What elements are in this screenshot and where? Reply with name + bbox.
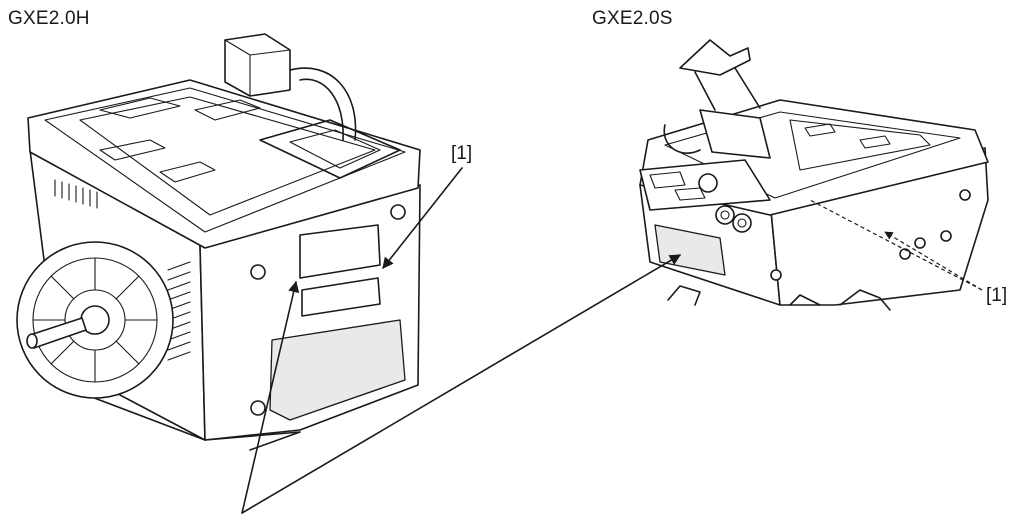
model-label-gxe20s: GXE2.0S (592, 8, 673, 29)
handle-raised (679, 39, 751, 76)
model-label-gxe20h: GXE2.0H (8, 8, 90, 29)
label-plate-lower (301, 277, 381, 317)
carry-handle (259, 119, 401, 179)
leader-callout-right-dashed (809, 199, 983, 291)
label-plate-upper (299, 224, 381, 279)
wire-harness (289, 67, 357, 141)
leader-lines (241, 167, 983, 514)
connector-plug-right (699, 109, 771, 159)
side-vents (54, 179, 98, 209)
panel-knob-1 (698, 173, 718, 193)
leader-callout-left (382, 167, 463, 269)
engine-gxe20h (16, 33, 421, 451)
callout-label-left: [1] (451, 143, 473, 164)
panel-knob-2 (715, 205, 735, 225)
callout-label-right: [1] (986, 285, 1008, 306)
leader-bottom-to-right (241, 254, 681, 514)
engine-gxe20s (639, 39, 989, 311)
panel-knob-3 (732, 213, 752, 233)
leader-bottom-to-left (241, 280, 300, 514)
connector-plug (224, 33, 291, 97)
lower-cover (269, 319, 406, 421)
